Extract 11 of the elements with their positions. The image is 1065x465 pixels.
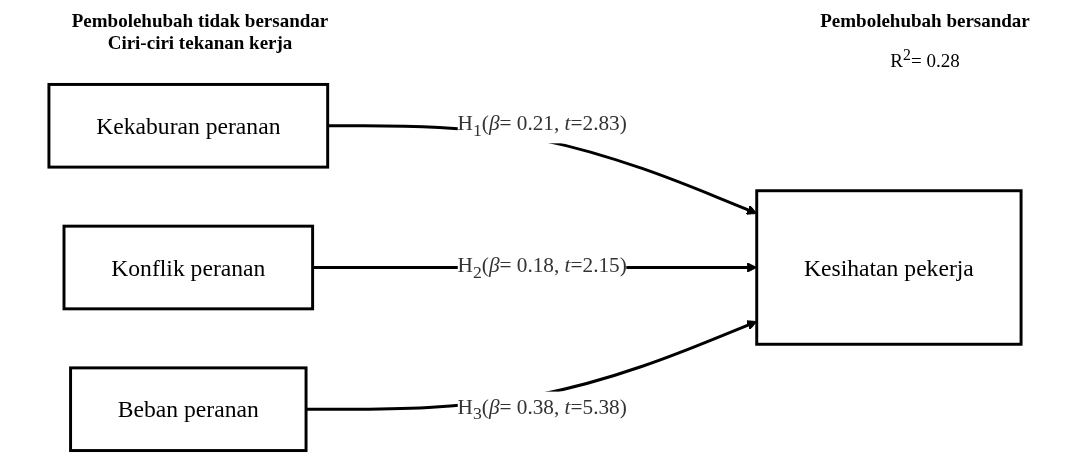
node-box: Kesihatan pekerja xyxy=(755,189,1023,346)
edge-label: H$_{3}$(β= 0.38, t=5.38) xyxy=(457,394,627,423)
heading: Ciri-ciri tekanan kerja xyxy=(106,32,294,54)
node-box: Beban peranan xyxy=(69,366,308,453)
heading: Pembolehubah tidak bersandar xyxy=(70,10,330,32)
edge-label: H$_{1}$(β= 0.21, t=2.83) xyxy=(457,111,627,140)
r-squared-note: R$^{2}$= 0.28 xyxy=(889,46,961,73)
edge-label: H$_{2}$(β= 0.18, t=2.15) xyxy=(457,253,627,282)
node-box: Kekaburan peranan xyxy=(47,82,330,169)
node-box: Konflik peranan xyxy=(62,224,315,311)
heading: Pembolehubah bersandar xyxy=(819,10,1031,32)
